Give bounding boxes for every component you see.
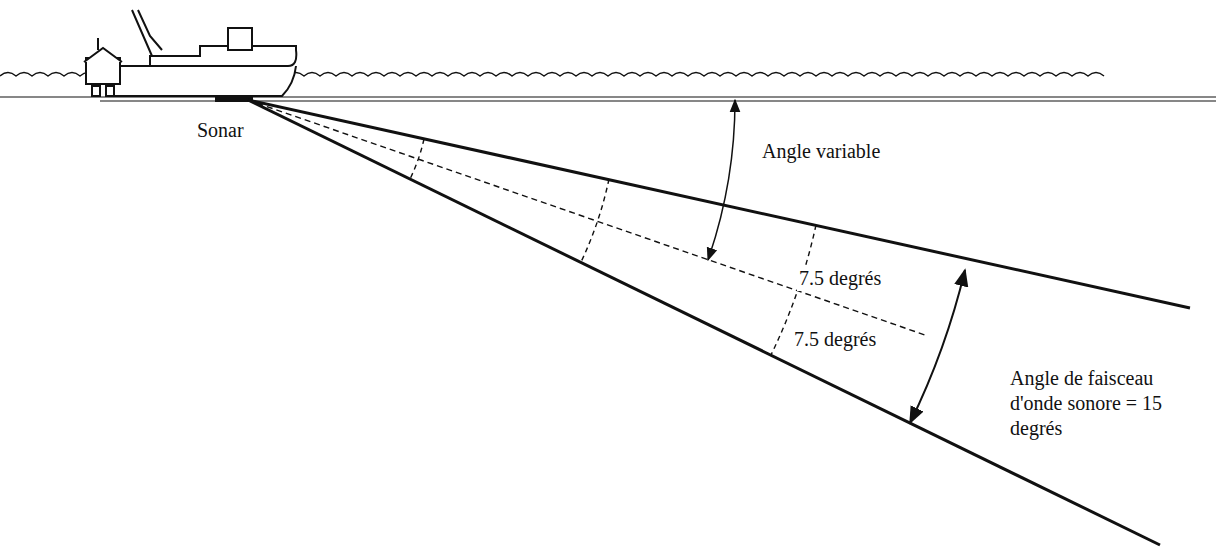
- angle-label: 7.5 degrés: [797, 266, 883, 291]
- angle-label: Angle de faisceau d'onde sonore = 15 deg…: [1008, 366, 1202, 441]
- angle-label: Angle variable: [760, 139, 882, 164]
- beam-axis: [248, 100, 925, 335]
- wavefront: [410, 139, 816, 355]
- angle-arc: [910, 270, 965, 423]
- beam-edge: [248, 100, 1190, 308]
- horizontal-reference: [100, 100, 1216, 101]
- part-name: Sonar: [195, 118, 246, 143]
- angle-label: 7.5 degrés: [792, 327, 878, 352]
- beam-edge: [248, 100, 1160, 545]
- angle-arc: [708, 100, 735, 260]
- ship: [84, 10, 296, 101]
